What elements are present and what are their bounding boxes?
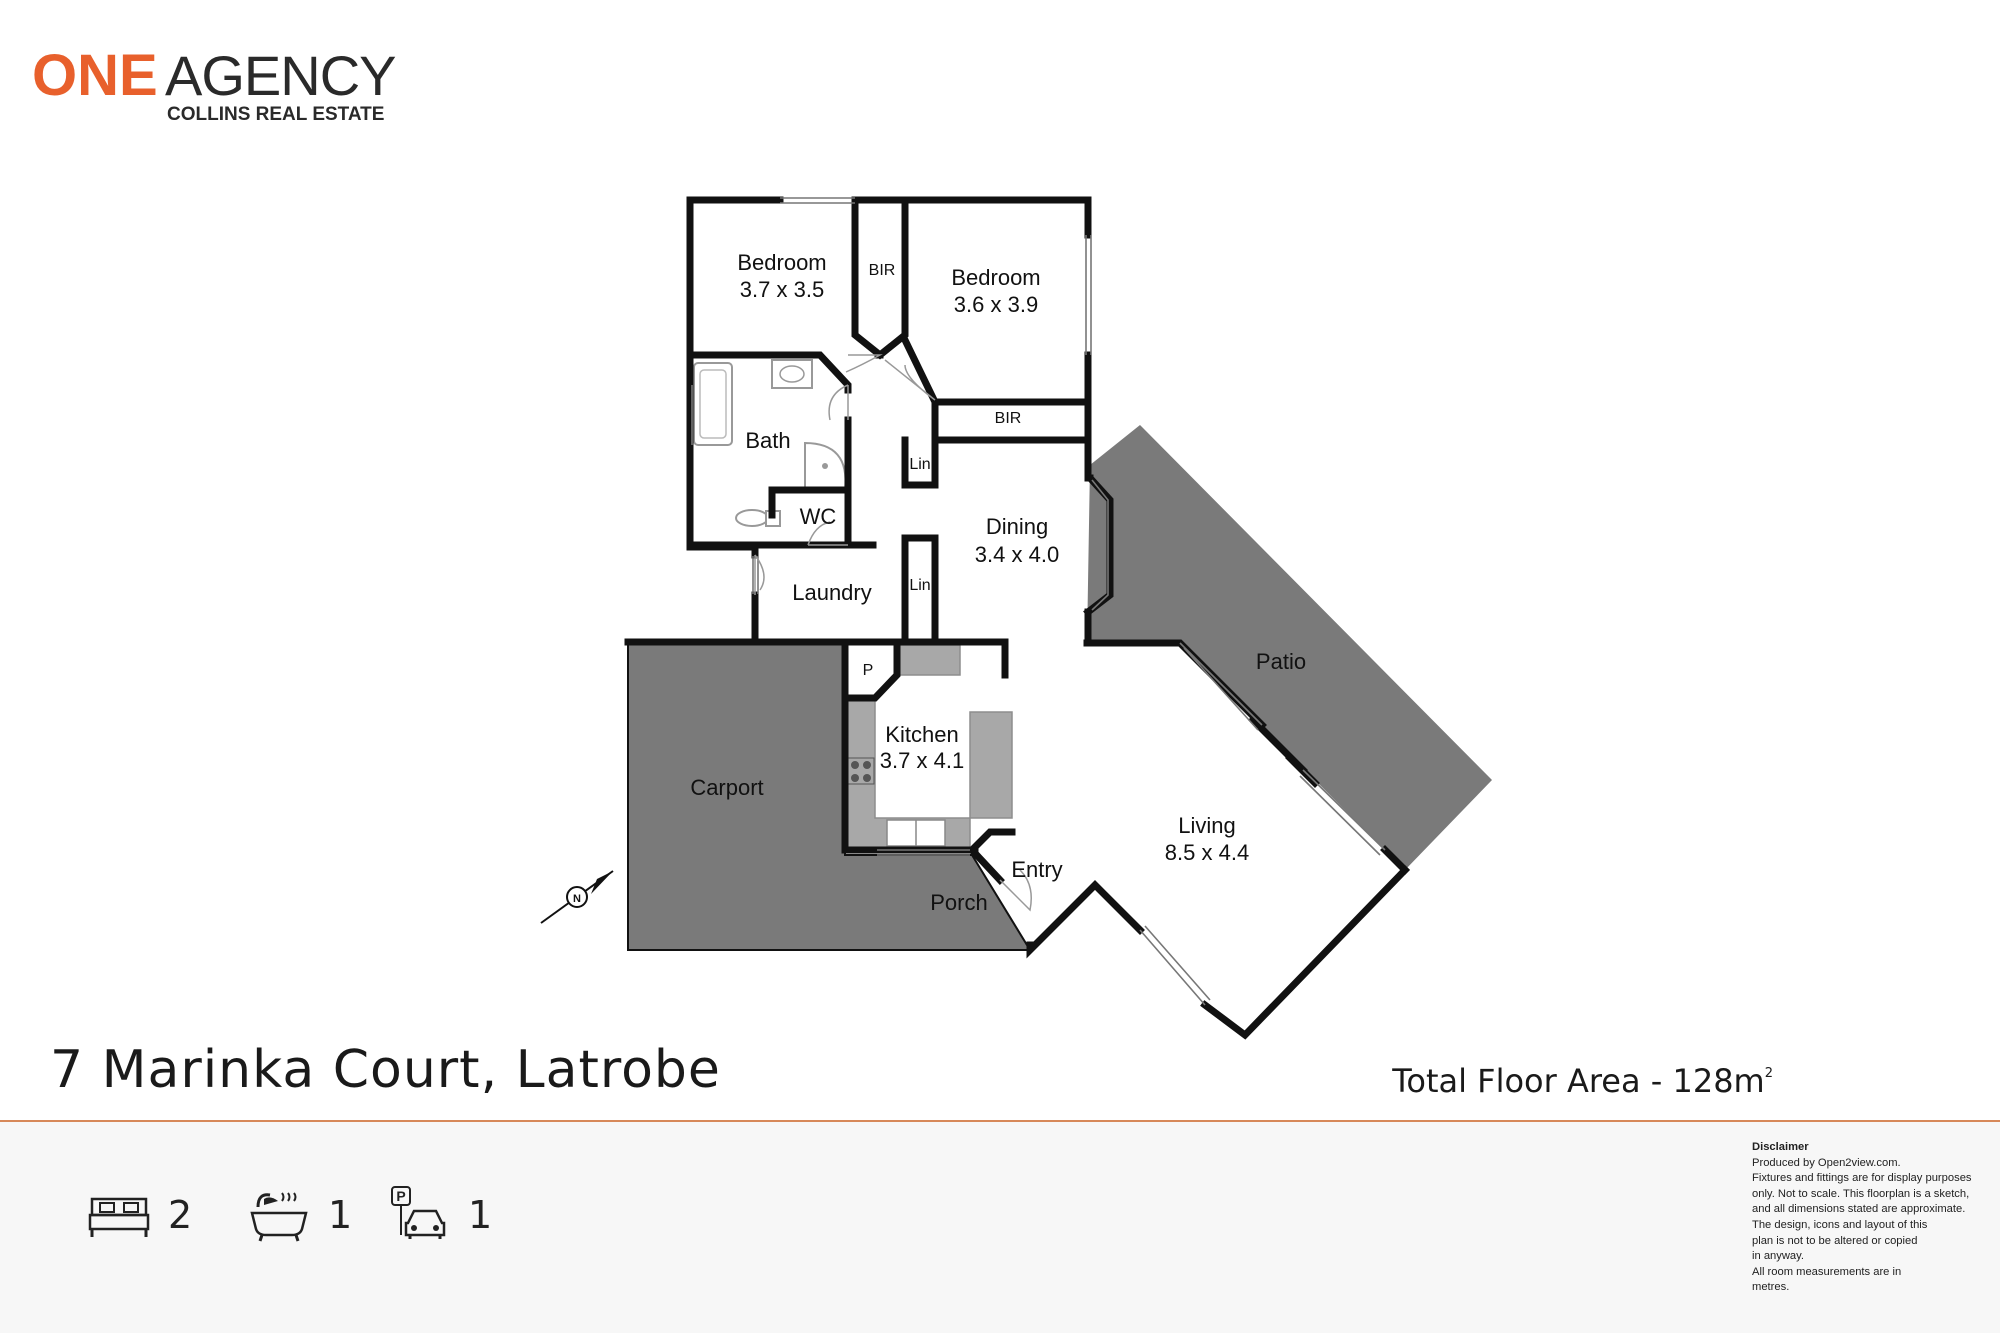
agency-logo: ONE AGENCY COLLINS REAL ESTATE — [32, 43, 397, 125]
footer-divider — [0, 1120, 2000, 1122]
bedroom2-size: 3.6 x 3.9 — [954, 292, 1038, 317]
entry-label: Entry — [1011, 857, 1062, 882]
floor-area-superscript: 2 — [1764, 1066, 1773, 1081]
disclaimer-line: and all dimensions stated are approximat… — [1752, 1203, 1966, 1216]
logo-agency-text: AGENCY — [165, 44, 396, 107]
porch-label: Porch — [930, 890, 987, 915]
bir2-label: BIR — [995, 410, 1022, 427]
basin-icon — [771, 359, 813, 389]
patio-area — [1087, 425, 1492, 870]
floor-area-text: Total Floor Area - 128m — [1392, 1062, 1765, 1100]
dining-size: 3.4 x 4.0 — [975, 542, 1059, 567]
compass-icon: N — [540, 870, 614, 924]
laundry-label: Laundry — [792, 580, 872, 605]
shower-icon — [804, 441, 847, 491]
wc-label: WC — [800, 504, 837, 529]
disclaimer-line: metres. — [1752, 1281, 1790, 1294]
lin1-label: Lin — [909, 456, 930, 473]
bath-label: Bath — [745, 428, 790, 453]
kitchen-size: 3.7 x 4.1 — [880, 748, 964, 773]
kitchen-name: Kitchen — [885, 722, 958, 747]
disclaimer-line: Fixtures and fittings are for display pu… — [1752, 1172, 1972, 1185]
disclaimer-heading: Disclaimer — [1752, 1141, 1809, 1153]
living-size: 8.5 x 4.4 — [1165, 840, 1249, 865]
bedroom1-name: Bedroom — [737, 250, 826, 275]
disclaimer-line: only. Not to scale. This floorplan is a … — [1752, 1187, 1970, 1200]
windows — [691, 197, 1386, 1006]
cooktop-icon — [847, 757, 875, 785]
parking-count: 1 — [468, 1193, 493, 1237]
disclaimer: Disclaimer Produced by Open2view.com. Fi… — [1752, 1140, 1988, 1296]
parking-feature: P 1 — [388, 1185, 492, 1245]
disclaimer-line: plan is not to be altered or copied — [1752, 1234, 1918, 1247]
bathtub-icon — [693, 362, 733, 446]
total-floor-area: Total Floor Area - 128m2 — [1392, 1062, 1773, 1100]
footer-panel — [0, 1122, 2000, 1333]
carport-label: Carport — [690, 775, 763, 800]
bir1-label: BIR — [869, 262, 896, 279]
patio-label: Patio — [1256, 649, 1306, 674]
door-swings — [754, 354, 1032, 912]
bedrooms-feature: 2 — [88, 1185, 192, 1245]
bath-icon — [250, 1192, 308, 1242]
bathrooms-feature: 1 — [248, 1185, 352, 1245]
pantry-label: P — [863, 662, 874, 679]
logo-one-text: ONE — [32, 43, 158, 108]
logo-subtitle-text: COLLINS REAL ESTATE — [167, 104, 384, 125]
disclaimer-line: The design, icons and layout of this — [1752, 1218, 1928, 1231]
living-name: Living — [1178, 813, 1235, 838]
bedrooms-count: 2 — [168, 1193, 193, 1237]
sink-icon — [886, 819, 946, 847]
bedroom1-size: 3.7 x 3.5 — [740, 277, 824, 302]
compass-label: N — [573, 893, 581, 905]
parking-icon: P — [391, 1186, 446, 1239]
disclaimer-line: in anyway. — [1752, 1250, 1805, 1263]
bathrooms-count: 1 — [328, 1193, 353, 1237]
dining-name: Dining — [986, 514, 1048, 539]
disclaimer-line: Produced by Open2view.com. — [1752, 1156, 1901, 1169]
disclaimer-line: All room measurements are in — [1752, 1265, 1902, 1278]
kitchen-bench — [844, 644, 1013, 851]
property-address: 7 Marinka Court, Latrobe — [50, 1040, 721, 1100]
bedroom2-name: Bedroom — [951, 265, 1040, 290]
lin2-label: Lin — [909, 577, 930, 594]
svg-text:P: P — [396, 1188, 405, 1204]
bed-icon — [88, 1197, 150, 1237]
